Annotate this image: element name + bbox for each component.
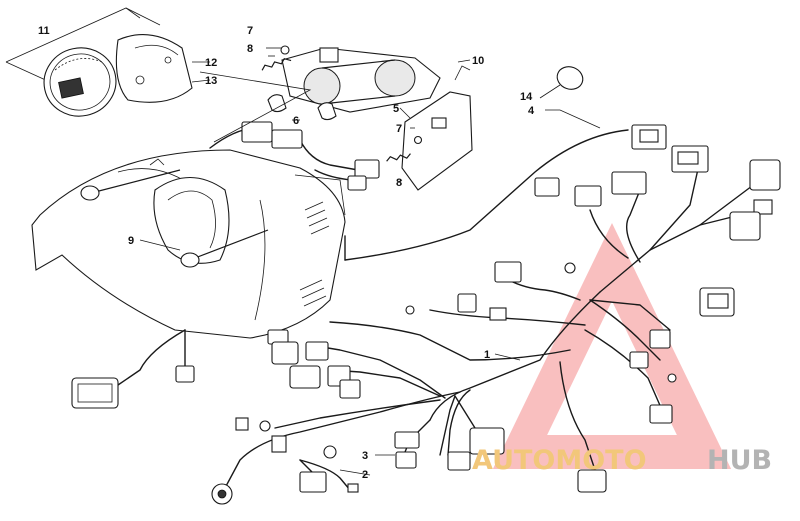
callout-4: 4 bbox=[528, 105, 535, 117]
callout-6: 6 bbox=[293, 115, 299, 127]
instrument-cluster bbox=[5, 7, 193, 117]
cooling-vents bbox=[299, 201, 330, 307]
hood-body bbox=[31, 149, 346, 339]
callout-7-top: 7 bbox=[247, 25, 253, 37]
callout-7-mid: 7 bbox=[396, 123, 402, 135]
callout-2: 2 bbox=[362, 469, 368, 481]
bolts bbox=[80, 169, 269, 268]
callout-3: 3 bbox=[362, 450, 368, 462]
callout-5: 5 bbox=[393, 103, 399, 115]
watermark-text: AUTOMOTO HUB bbox=[472, 445, 772, 476]
callout-9: 9 bbox=[128, 235, 134, 247]
connectors bbox=[71, 66, 781, 505]
watermark-automoto: AUTOMOTO bbox=[472, 445, 647, 476]
springs-and-sockets bbox=[261, 45, 423, 162]
watermark-logo bbox=[492, 222, 732, 469]
callout-8-top: 8 bbox=[247, 43, 253, 55]
callout-12: 12 bbox=[205, 57, 217, 69]
callout-labels: 1 2 3 4 5 6 7 7 8 8 9 10 11 12 13 14 bbox=[38, 25, 535, 481]
callout-1: 1 bbox=[484, 349, 490, 361]
watermark-hub: HUB bbox=[707, 445, 772, 476]
callout-13: 13 bbox=[205, 75, 217, 87]
callout-11: 11 bbox=[38, 25, 50, 37]
leader-lines bbox=[125, 7, 601, 476]
callout-8-mid: 8 bbox=[396, 177, 402, 189]
headlight-assembly bbox=[281, 47, 473, 191]
callout-14: 14 bbox=[520, 91, 533, 103]
callout-10: 10 bbox=[472, 55, 484, 67]
